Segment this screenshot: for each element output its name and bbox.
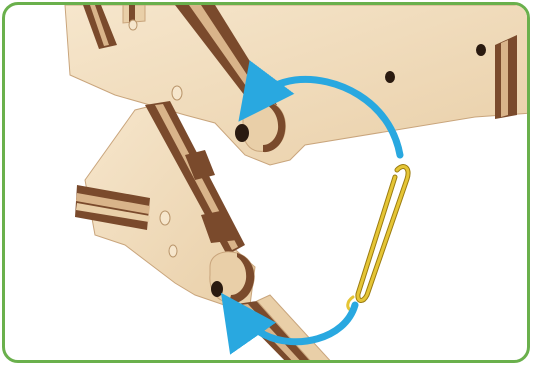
illustration-frame: [2, 2, 530, 363]
assembly-illustration: [5, 5, 530, 363]
hair-pin-icon: [348, 167, 408, 311]
